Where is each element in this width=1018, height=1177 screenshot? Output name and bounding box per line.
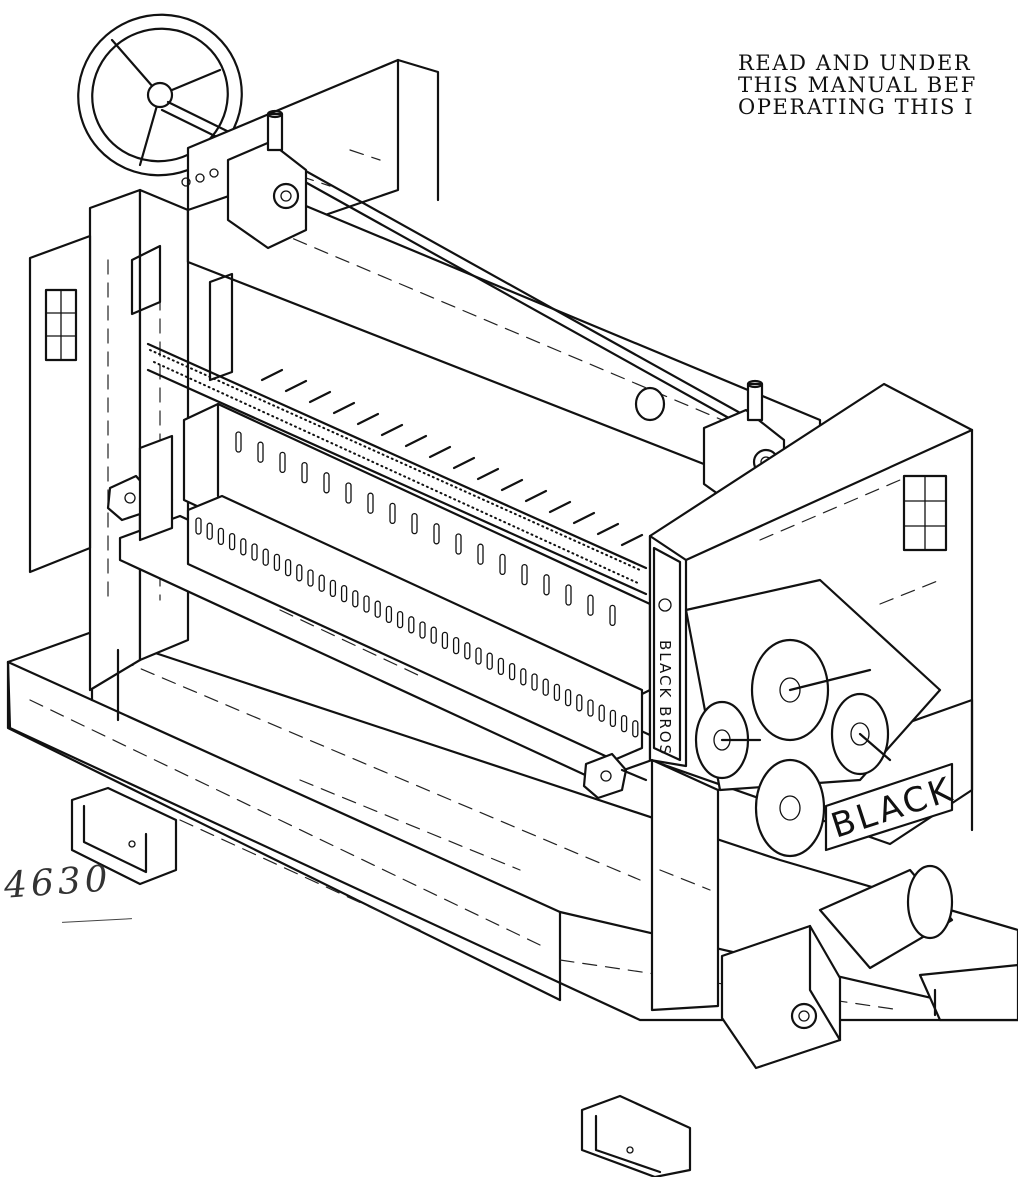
roller-slot — [374, 600, 381, 618]
roller-slot — [279, 451, 286, 474]
roller-slot — [408, 616, 415, 634]
blade — [308, 390, 332, 404]
blade — [404, 434, 428, 448]
roller-slot — [542, 678, 549, 696]
roller-slot — [477, 543, 484, 565]
blade — [596, 522, 620, 536]
roller-slot — [598, 704, 605, 722]
base-foot-front-left — [70, 786, 178, 886]
roller-slot — [318, 574, 325, 592]
roller-slot — [620, 714, 628, 733]
roller-slot — [296, 564, 303, 582]
side-bracket-left — [130, 244, 234, 542]
roller-slot — [609, 604, 616, 627]
roller-slot — [632, 720, 639, 738]
blade — [620, 533, 644, 547]
roller-slot — [433, 523, 440, 545]
roller-slot — [564, 688, 572, 707]
blade — [284, 379, 308, 393]
roller-slot — [441, 631, 449, 650]
roller-slot — [307, 569, 314, 587]
base-foot-rear-right — [918, 963, 1018, 1022]
blade — [380, 423, 404, 437]
roller-slot — [455, 533, 462, 555]
roller-slot — [262, 548, 269, 566]
safety-notice: READ AND UNDER THIS MANUAL BEF OPERATING… — [738, 52, 1018, 118]
roller-slot — [553, 683, 561, 702]
notice-line-3: OPERATING THIS I — [738, 95, 975, 118]
notice-line-2: THIS MANUAL BEF — [738, 73, 977, 97]
roller-slot — [411, 512, 418, 535]
notice-line-1: READ AND UNDER — [738, 52, 972, 75]
side-label-strip: BLACK BROS — [652, 546, 682, 762]
roller-slots — [195, 431, 639, 738]
feed-wheels — [684, 578, 942, 858]
adjust-shaft — [278, 158, 762, 434]
blade — [452, 456, 476, 470]
roller-slot — [363, 595, 370, 613]
roller-slot — [475, 647, 482, 665]
side-label-text: BLACK BROS — [656, 640, 674, 756]
blade — [524, 489, 548, 503]
roller-slot — [531, 673, 538, 691]
base-foot-front-right — [580, 1094, 692, 1177]
roller-slot — [521, 563, 528, 586]
roller-slot — [452, 636, 460, 655]
blade — [332, 401, 356, 415]
roller-slot — [323, 472, 330, 494]
roller-assembly — [146, 342, 652, 762]
roller-slot — [217, 527, 225, 546]
blade — [500, 478, 524, 492]
roller-slot — [340, 584, 348, 603]
roller-slot — [497, 657, 505, 676]
roller-slot — [240, 538, 247, 556]
knob-right — [582, 752, 648, 800]
blade — [356, 412, 380, 426]
roller-slot — [367, 492, 374, 514]
roller-slot — [389, 502, 396, 525]
roller-slot — [206, 522, 213, 540]
roller-slot — [587, 699, 594, 717]
blade — [428, 445, 452, 459]
blade — [260, 368, 284, 382]
roller-slot — [396, 610, 404, 629]
roller-slot — [565, 584, 572, 606]
drive-motor — [720, 864, 954, 1070]
blade-rack — [260, 368, 644, 547]
roller-slot — [273, 553, 281, 572]
roller-slot — [520, 668, 527, 686]
roller-slot — [385, 605, 393, 624]
roller-slot — [486, 652, 493, 670]
roller-slot — [251, 543, 258, 561]
roller-slot — [419, 621, 426, 639]
roller-slot — [284, 558, 292, 577]
handwritten-note: 4630 — [2, 858, 113, 907]
roller-slot — [329, 579, 337, 598]
roller-slot — [257, 441, 264, 463]
blade — [548, 500, 572, 514]
roller-slot — [609, 709, 617, 728]
roller-slot — [228, 532, 236, 551]
roller-slot — [543, 574, 550, 596]
roller-slot — [352, 590, 359, 608]
roller-slot — [301, 461, 308, 484]
roller-slot — [464, 642, 471, 660]
roller-slot — [587, 594, 594, 616]
blade — [572, 511, 596, 525]
base-skid — [6, 630, 1018, 1022]
roller-slot — [195, 517, 202, 535]
roller-slot — [576, 694, 583, 712]
roller-slot — [430, 626, 437, 644]
gearbox-left — [226, 109, 308, 250]
roller-slot — [508, 662, 516, 681]
roller-slot — [345, 482, 352, 504]
roller-slot — [499, 553, 506, 576]
blade — [476, 467, 500, 481]
roller-slot — [235, 431, 242, 453]
